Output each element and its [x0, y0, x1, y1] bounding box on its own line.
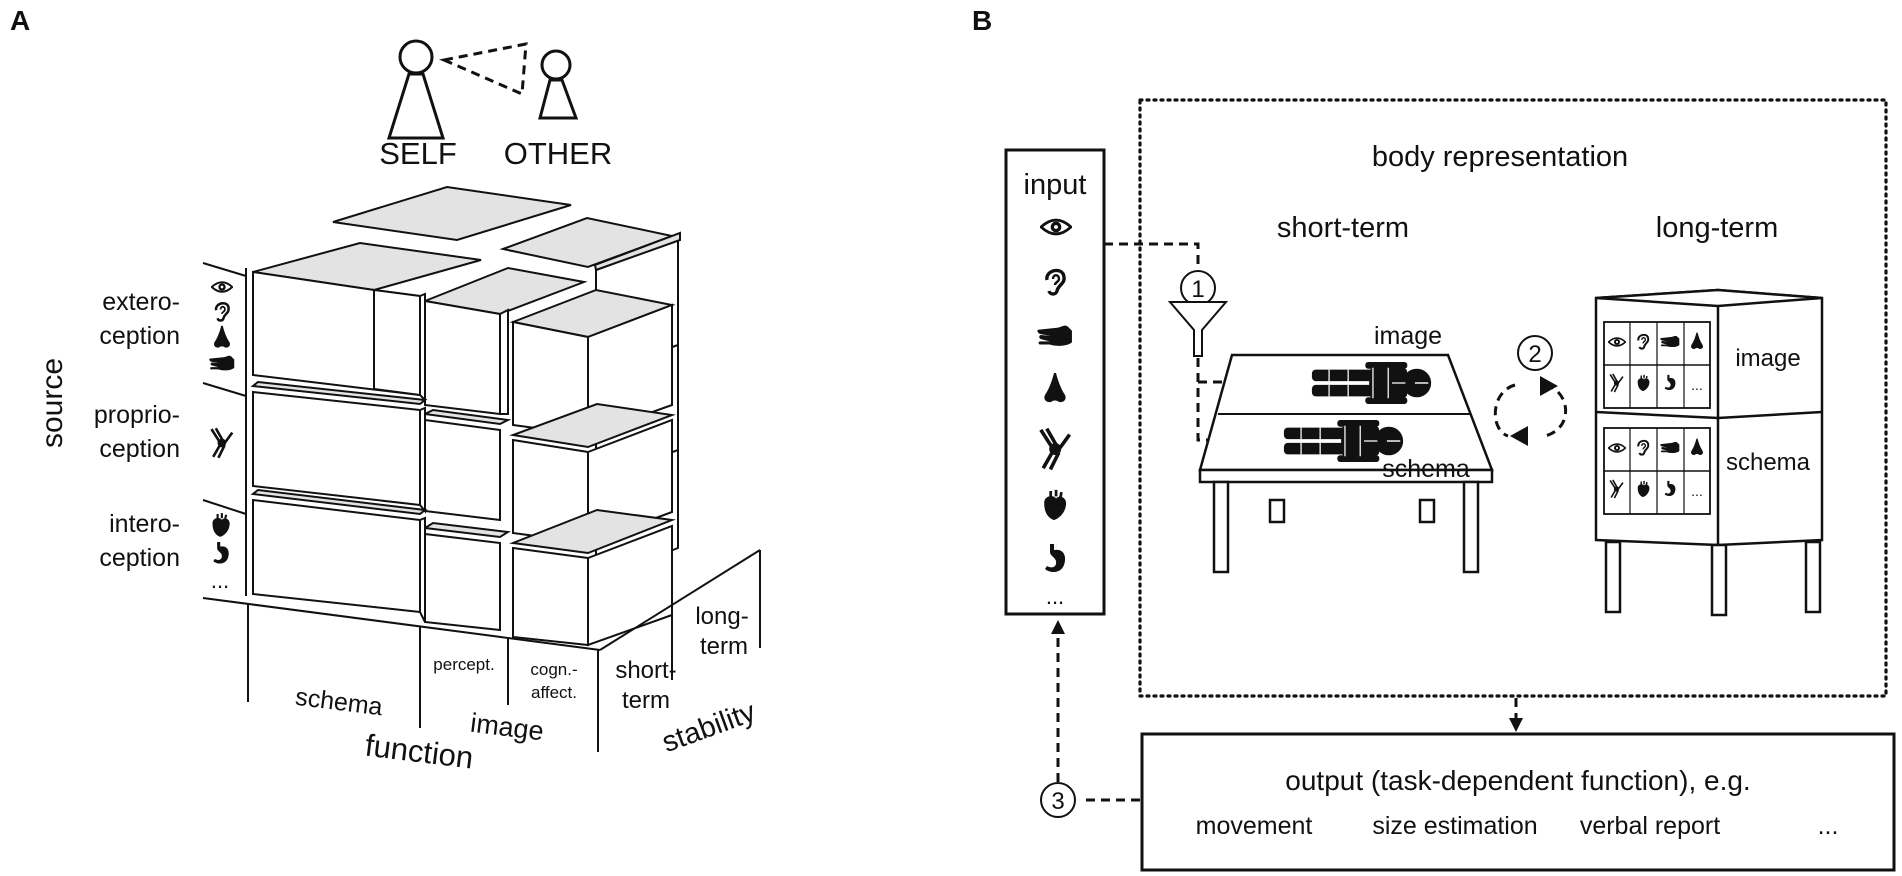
arrow-head — [1509, 718, 1523, 732]
input-more: ... — [1046, 584, 1064, 609]
output-item: movement — [1196, 812, 1313, 840]
function-affect-label: affect. — [531, 683, 577, 702]
step-2-label: 2 — [1528, 341, 1541, 368]
hand-icon — [1037, 325, 1072, 346]
nose-icon — [214, 325, 230, 348]
step-3-marker — [1040, 782, 1076, 818]
source-row-label: ception — [99, 322, 180, 350]
source-row-label: intero- — [109, 510, 180, 538]
long-term-label: long-term — [1656, 212, 1779, 244]
cube-axes — [202, 262, 761, 752]
function-axis-label: function — [363, 728, 475, 776]
input-box — [1004, 148, 1106, 616]
stomach-icon — [213, 541, 229, 564]
stability-long-label: term — [700, 633, 748, 660]
stability-long-label: long- — [695, 603, 748, 630]
self-figure-icon — [386, 39, 446, 140]
filter-funnel-icon — [1167, 301, 1229, 357]
panel-a-label: A — [10, 5, 30, 36]
ear-icon — [214, 301, 230, 322]
short-term-label: short-term — [1277, 212, 1409, 244]
panel-b-label: B — [972, 5, 992, 36]
output-item: ... — [1818, 812, 1839, 840]
self-other-relation — [438, 42, 528, 97]
stability-short-label: short- — [615, 657, 676, 684]
eye-icon — [211, 281, 233, 293]
input-to-filter-arrow — [1104, 242, 1200, 264]
input-title: input — [1024, 169, 1087, 201]
hand-icon — [209, 355, 235, 371]
stomach-icon — [1045, 544, 1066, 573]
heart-icon — [211, 512, 231, 538]
ear-icon — [1045, 268, 1066, 296]
source-row-label: extero- — [102, 288, 180, 316]
cabinet-schema-label: schema — [1726, 449, 1811, 476]
cabinet-more: ... — [1691, 483, 1703, 499]
function-schema-label: schema — [294, 683, 384, 721]
heart-icon — [1042, 488, 1068, 522]
table-image-label: image — [1374, 322, 1442, 350]
source-axis-label: source — [36, 358, 69, 448]
arrow-head — [1051, 620, 1065, 634]
long-term-cabinet — [1594, 288, 1824, 617]
stability-axis-label: stability — [658, 696, 760, 759]
nose-icon — [1044, 373, 1066, 403]
step-3-label: 3 — [1051, 788, 1064, 815]
cycle-arrow-left — [1493, 383, 1516, 438]
source-row-label: ception — [99, 435, 180, 463]
eye-icon — [1040, 218, 1072, 236]
function-cogn-label: cogn.- — [530, 660, 577, 679]
body-representation-title: body representation — [1372, 141, 1628, 173]
output-box — [1140, 732, 1896, 872]
step-2-marker — [1517, 335, 1553, 371]
output-item: size estimation — [1372, 812, 1537, 840]
joint-icon — [1041, 429, 1070, 470]
function-image-label: image — [469, 708, 546, 747]
body-representation-box — [1138, 98, 1888, 698]
function-percept-label: percept. — [433, 655, 494, 674]
output-item: verbal report — [1580, 812, 1720, 840]
joint-icon — [210, 427, 234, 459]
table-schema-label: schema — [1382, 455, 1470, 483]
other-figure-icon — [538, 49, 579, 120]
self-label: SELF — [379, 136, 457, 171]
stability-short-label: term — [622, 687, 670, 714]
source-more: ... — [211, 568, 229, 593]
source-row-label: proprio- — [94, 401, 180, 429]
arrow-head — [1540, 376, 1558, 396]
source-row-label: ception — [99, 544, 180, 572]
cabinet-more: ... — [1691, 377, 1703, 393]
cube — [250, 185, 681, 647]
step-1-label: 1 — [1191, 276, 1204, 303]
other-label: OTHER — [504, 136, 613, 171]
cycle-arrow-right — [1544, 383, 1568, 438]
output-title: output (task-dependent function), e.g. — [1285, 765, 1750, 796]
arrow-head — [1510, 426, 1528, 446]
cabinet-image-label: image — [1735, 345, 1800, 372]
